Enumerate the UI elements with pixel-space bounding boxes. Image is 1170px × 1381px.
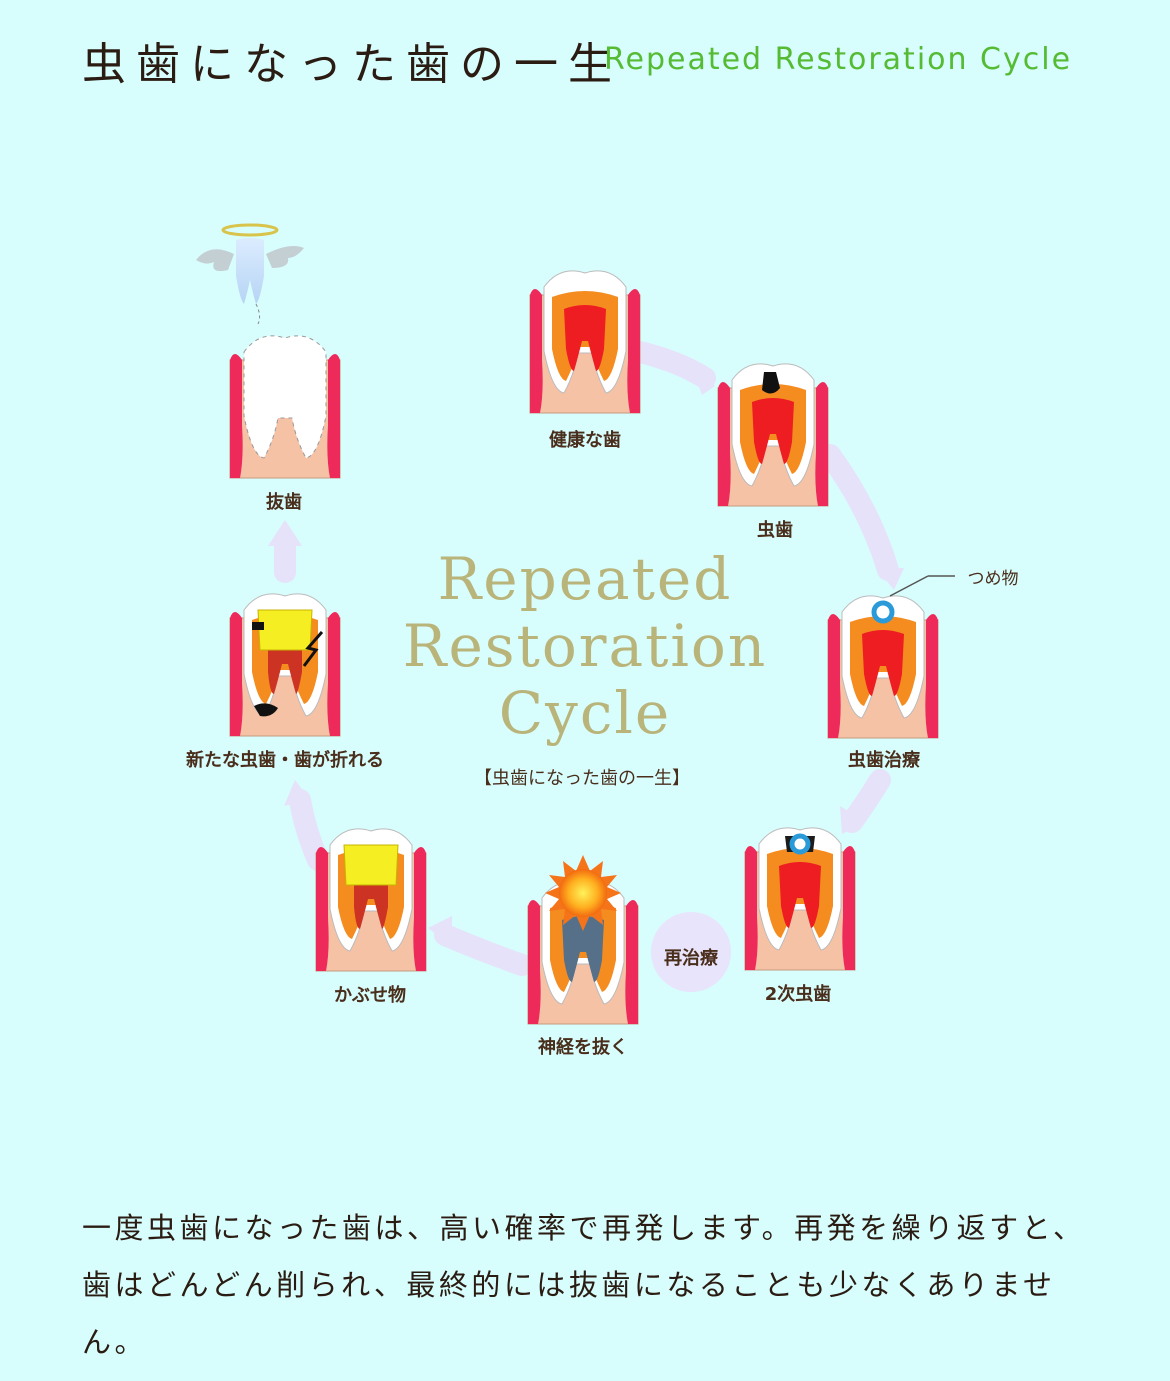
secondary-decay-tooth-icon [744, 827, 856, 971]
retreatment-circle [651, 912, 731, 992]
stage-label-nerve-removal: 神経を抜く [538, 1037, 628, 1058]
arrow-5 [434, 924, 533, 976]
center-title-line-1: Repeated [437, 545, 733, 613]
pain-burst-icon [545, 855, 621, 931]
center-subtitle: 【虫歯になった歯の一生】 [474, 768, 690, 789]
cycle-artwork [196, 223, 955, 1025]
arrow-2 [819, 444, 899, 581]
arrow-6 [289, 789, 329, 871]
stage-label-healthy: 健康な歯 [549, 430, 621, 451]
center-title-line-3: Cycle [498, 679, 672, 747]
fractured-tooth-icon [229, 593, 341, 737]
extracted-tooth-icon [229, 335, 341, 479]
restoration-cycle-diagram: Repeated Restoration Cycle 【虫歯になった歯の一生】 … [186, 223, 1019, 1058]
healthy-tooth-icon [529, 270, 641, 414]
crowned-tooth-icon [315, 828, 427, 972]
stage-label-fracture: 新たな虫歯・歯が折れる [186, 750, 384, 771]
arrow-3 [841, 769, 891, 833]
stage-label-treatment: 虫歯治療 [848, 750, 920, 771]
filling-callout: つめ物 [967, 569, 1019, 589]
page-title: 虫歯になった歯の一生 [82, 39, 622, 90]
filled-tooth-icon [827, 595, 939, 739]
page-header: 虫歯になった歯の一生 Repeated Restoration Cycle [82, 28, 1082, 90]
description-paragraph: 一度虫歯になった歯は、高い確率で再発します。再発を繰り返すと、歯はどんどん削られ… [82, 1211, 1086, 1359]
arrow-heads [268, 362, 904, 946]
decayed-tooth-icon [717, 363, 829, 507]
center-title-line-2: Restoration [402, 612, 768, 680]
stage-label-secondary-decay: 2次虫歯 [764, 984, 832, 1005]
filling-pointer [889, 575, 929, 597]
stage-label-decay: 虫歯 [757, 520, 793, 541]
stage-label-extraction: 抜歯 [266, 492, 302, 513]
stage-label-crown: かぶせ物 [334, 985, 406, 1006]
nerve-removal-tooth-icon [527, 881, 639, 1025]
angel-tooth-icon [196, 223, 304, 325]
retreatment-label: 再治療 [664, 948, 718, 969]
page-subtitle: Repeated Restoration Cycle [604, 42, 1073, 77]
